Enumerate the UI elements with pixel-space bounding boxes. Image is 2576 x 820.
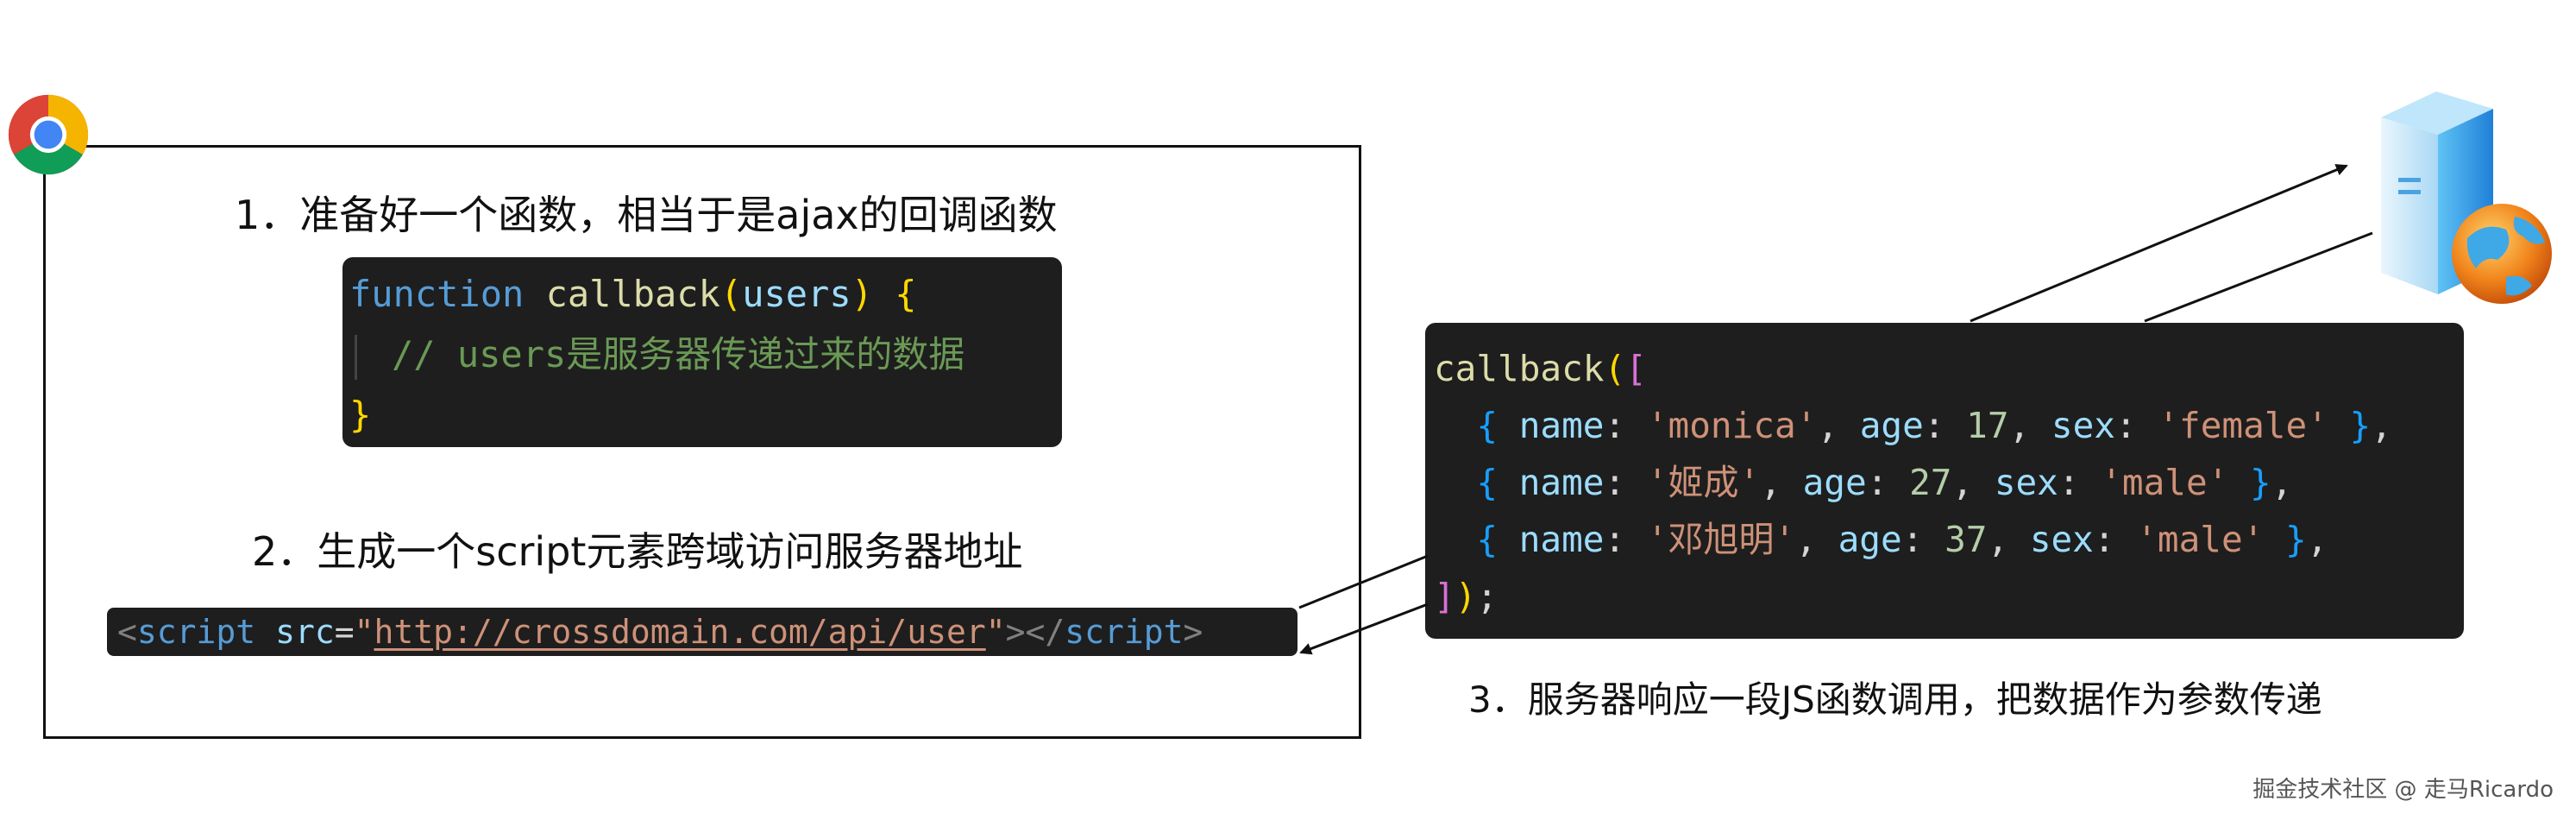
row-sex: 'male' [2101,462,2229,503]
param-users: users [742,273,851,315]
script-close-tag: script [1065,613,1184,651]
server-globe-icon [2381,91,2552,304]
script-src-attr: src [275,613,335,651]
chrome-icon [8,94,89,175]
code-comment: // users是服务器传递过来的数据 [392,333,965,375]
function-name: callback [545,273,720,315]
browser-frame [43,145,1361,739]
row-name: '姬成' [1646,462,1761,503]
row-name: 'monica' [1646,405,1818,446]
code-line-3: } [349,394,372,436]
response-line-close: ]); [1434,576,1498,617]
row-age: 27 [1909,462,1952,503]
arrow-request-to-server-up [1970,164,2348,323]
row-age: 37 [1945,519,1988,560]
callback-code-block: function callback(users) { // users是服务器传递… [342,257,1062,447]
watermark: 掘金技术社区 @ 走马Ricardo [2252,777,2554,803]
response-row: { name: 'monica', age: 17, sex: 'female'… [1476,405,2392,446]
response-row: { name: '邓旭明', age: 37, sex: 'male' }, [1476,519,2328,560]
arrow-response-from-server [2144,231,2373,323]
row-age: 17 [1966,405,2009,446]
response-fn-name: callback [1434,348,1605,389]
script-open-tag: script [136,613,256,651]
row-sex: 'female' [2158,405,2328,446]
step3-label: 3．服务器响应一段JS函数调用，把数据作为参数传递 [1468,678,2322,721]
step2-label: 2．生成一个script元素跨域访问服务器地址 [252,528,1023,575]
response-line-open: callback([ [1434,348,1647,389]
step1-label: 1．准备好一个函数，相当于是ajax的回调函数 [235,192,1058,238]
script-tag-code: <script src="http://crossdomain.com/api/… [107,608,1297,656]
response-row: { name: '姬成', age: 27, sex: 'male' }, [1476,462,2293,503]
row-name: '邓旭明' [1646,519,1796,560]
code-line-2: // users是服务器传递过来的数据 [349,325,1062,385]
code-line-1: function callback(users) { [349,273,917,315]
script-url: http://crossdomain.com/api/user [374,613,986,651]
keyword-function: function [349,273,525,315]
row-sex: 'male' [2136,519,2265,560]
response-code-block: callback([ { name: 'monica', age: 17, se… [1425,323,2464,639]
